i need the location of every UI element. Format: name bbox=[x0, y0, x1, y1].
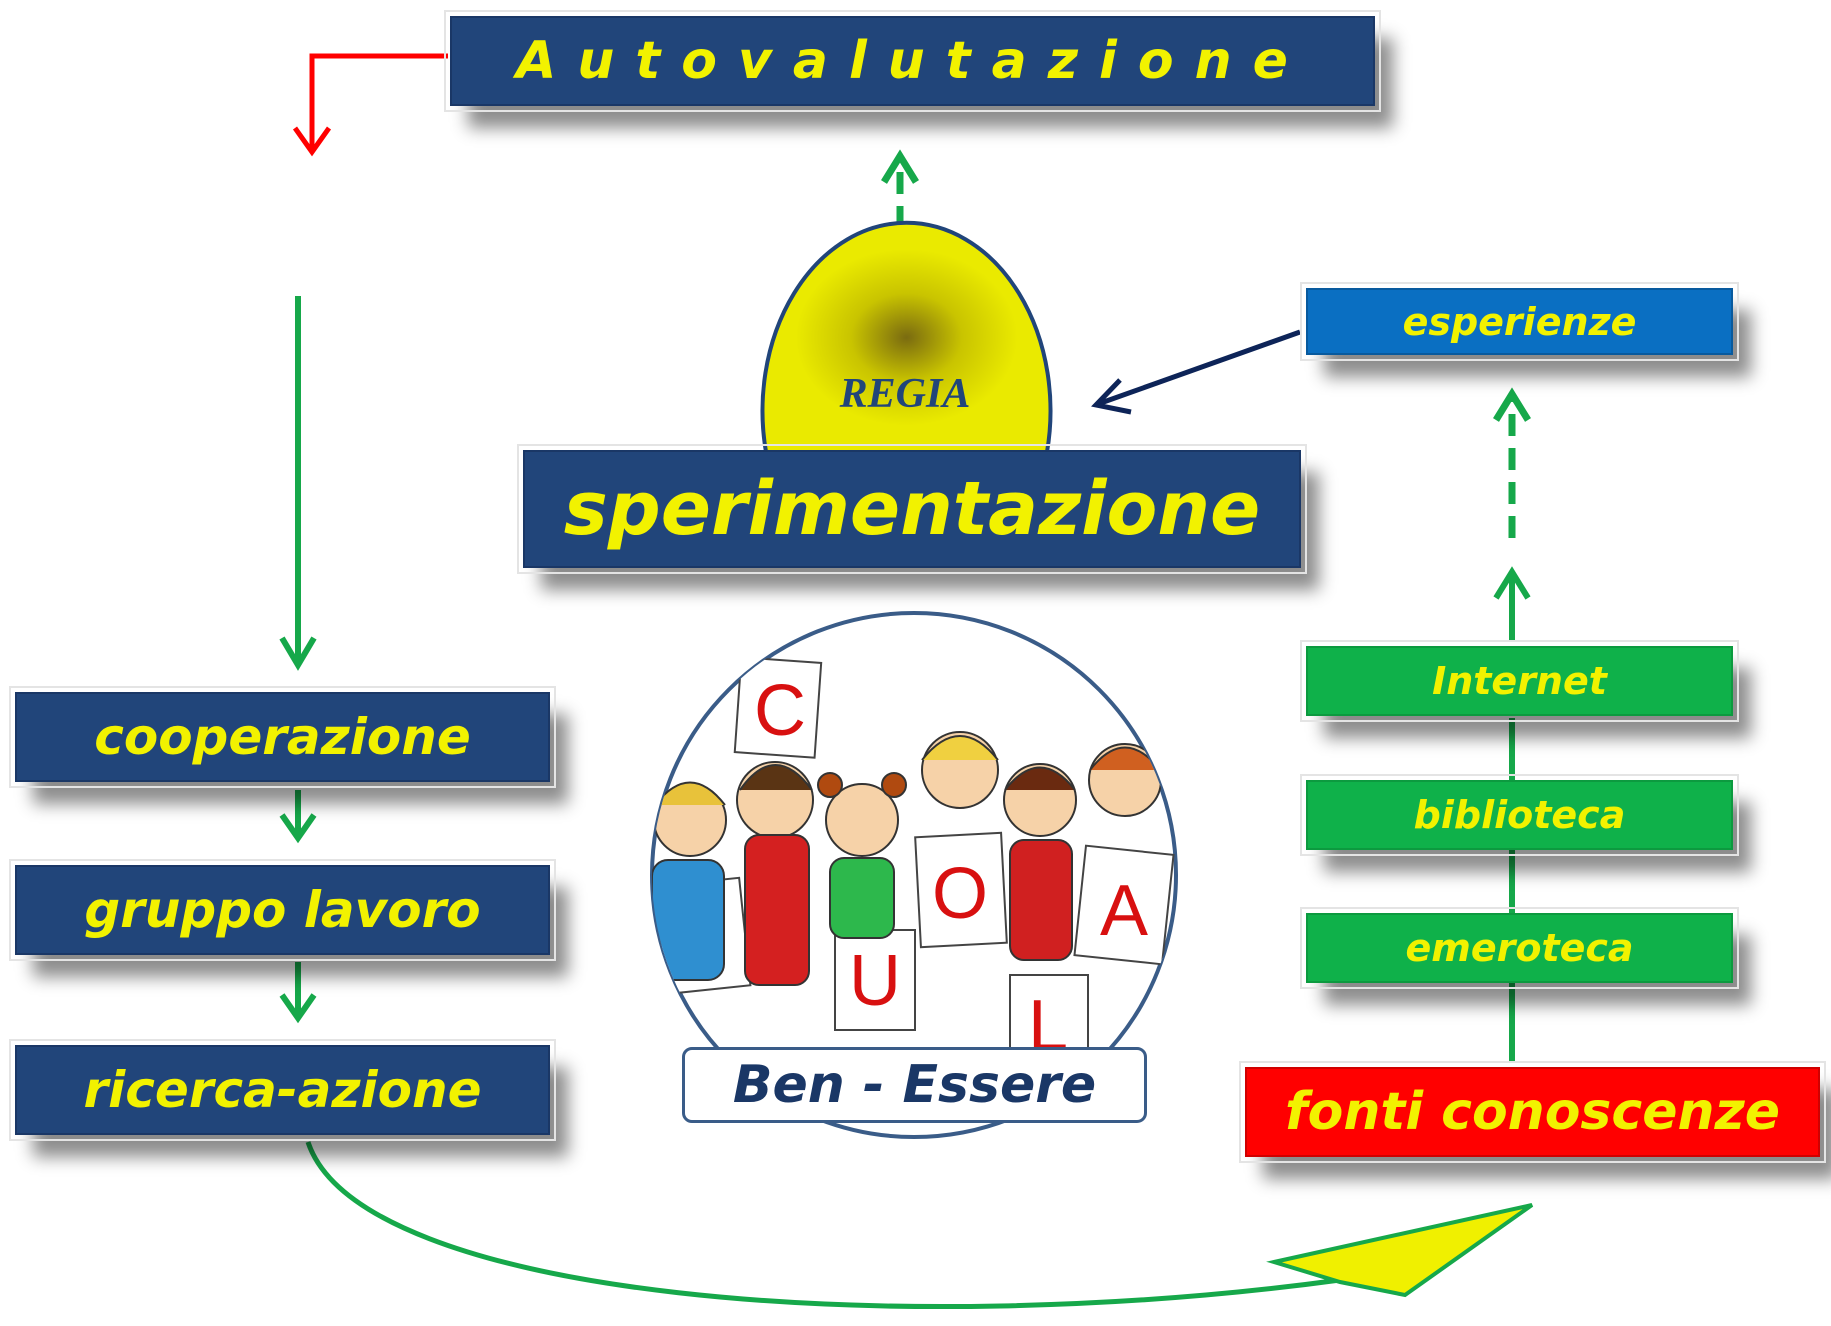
sperimentazione-label: sperimentazione bbox=[563, 466, 1261, 552]
autovalutazione-label: Autovalutazione bbox=[516, 31, 1309, 91]
curved-arrowhead-yellow bbox=[1266, 1203, 1534, 1298]
green-up-arrow-internet bbox=[1493, 566, 1531, 642]
cooperazione-box: cooperazione bbox=[9, 686, 556, 788]
regia-label: REGIA bbox=[839, 371, 971, 417]
internet-box: Internet bbox=[1300, 640, 1739, 722]
dashed-up-arrow-right bbox=[1493, 387, 1531, 538]
biblioteca-box: biblioteca bbox=[1300, 774, 1739, 856]
autovalutazione-box: Autovalutazione bbox=[444, 10, 1381, 112]
esperienze-box: esperienze bbox=[1300, 282, 1739, 361]
ben-essere-label: Ben - Essere bbox=[682, 1047, 1147, 1123]
emeroteca-box: emeroteca bbox=[1300, 907, 1739, 989]
children-holding-letters-icon: S C U O L A bbox=[650, 611, 1178, 1139]
ricerca-azione-box: ricerca-azione bbox=[9, 1039, 556, 1141]
svg-text:A: A bbox=[1100, 871, 1148, 951]
emeroteca-label: emeroteca bbox=[1405, 926, 1634, 970]
cooperazione-label: cooperazione bbox=[94, 708, 471, 766]
gruppo-lavoro-box: gruppo lavoro bbox=[9, 859, 556, 961]
red-elbow-arrow bbox=[292, 53, 448, 157]
internet-label: Internet bbox=[1432, 659, 1607, 703]
fonti-conoscenze-box: fonti conoscenze bbox=[1239, 1061, 1826, 1163]
green-arrow-gruppo-to-ricerca bbox=[279, 962, 317, 1024]
gruppo-lavoro-label: gruppo lavoro bbox=[84, 881, 481, 939]
ricerca-azione-label: ricerca-azione bbox=[83, 1061, 482, 1119]
green-arrow-coop-to-gruppo bbox=[279, 790, 317, 844]
curved-arrow-ricerca-to-fonti bbox=[305, 1141, 1341, 1310]
navy-arrow-esperienze-to-regia bbox=[1091, 329, 1301, 415]
green-down-arrow-left bbox=[279, 296, 317, 671]
svg-text:C: C bbox=[754, 671, 806, 751]
svg-text:O: O bbox=[932, 854, 988, 934]
svg-text:U: U bbox=[849, 941, 901, 1021]
esperienze-label: esperienze bbox=[1402, 299, 1637, 344]
regia-dome bbox=[760, 220, 1053, 454]
fonti-conoscenze-label: fonti conoscenze bbox=[1284, 1082, 1781, 1142]
sperimentazione-box: sperimentazione bbox=[517, 444, 1307, 574]
biblioteca-label: biblioteca bbox=[1413, 793, 1626, 837]
